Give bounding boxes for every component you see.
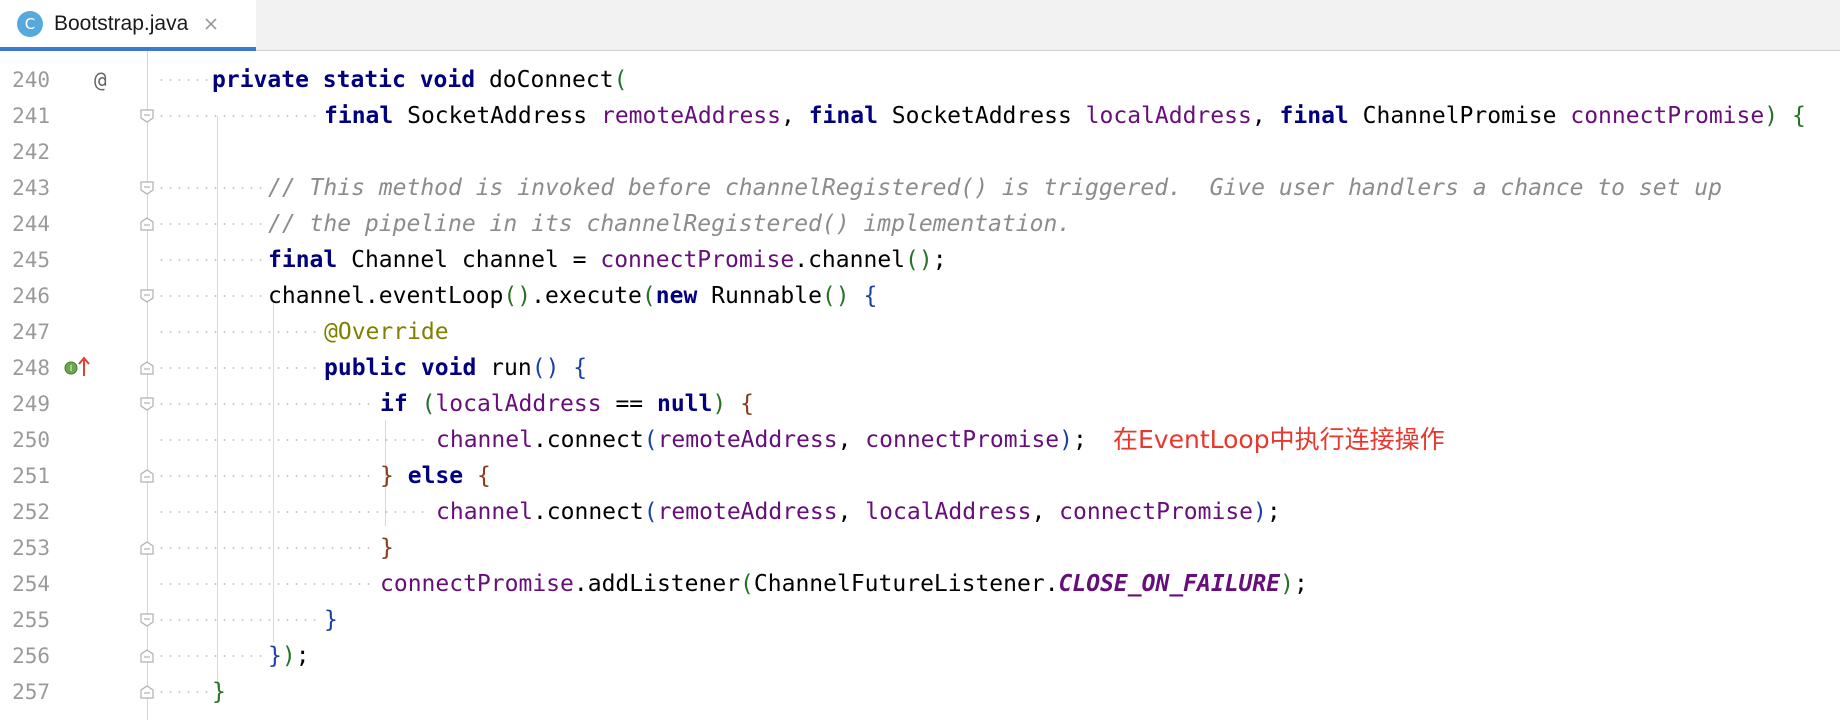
line-number: 243	[12, 176, 50, 200]
line-number: 256	[12, 644, 50, 668]
fold-marker-icon[interactable]	[139, 648, 155, 664]
code-line[interactable]: 242	[0, 134, 1840, 170]
editor-tab-bar: C Bootstrap.java	[0, 0, 1840, 51]
code-line[interactable]: 257 }	[0, 674, 1840, 710]
line-number: 255	[12, 608, 50, 632]
code-editor[interactable]	[0, 51, 1840, 720]
whitespace-dots	[157, 511, 431, 513]
code-line[interactable]: 248 I public void run() {	[0, 350, 1840, 386]
fold-marker-icon[interactable]	[139, 612, 155, 628]
line-number: 240	[12, 68, 50, 92]
code-line[interactable]: 246 channel.eventLoop().execute(new Runn…	[0, 278, 1840, 314]
whitespace-dots	[157, 367, 319, 369]
indent-guide	[273, 302, 274, 642]
code-line[interactable]: 247 @Override	[0, 314, 1840, 350]
whitespace-dots	[157, 547, 375, 549]
fold-marker-icon[interactable]	[139, 684, 155, 700]
code-line[interactable]: 241 final SocketAddress remoteAddress, f…	[0, 98, 1840, 134]
code-text: private static void doConnect(	[212, 67, 628, 93]
code-line[interactable]: 256 });	[0, 638, 1840, 674]
code-text: public void run() {	[324, 355, 588, 381]
whitespace-dots	[157, 439, 431, 441]
whitespace-dots	[157, 619, 319, 621]
code-text: channel.connect(remoteAddress, localAddr…	[436, 499, 1281, 525]
java-class-icon: C	[17, 10, 43, 37]
whitespace-dots	[157, 583, 375, 585]
code-text: connectPromise.addListener(ChannelFuture…	[380, 571, 1308, 597]
whitespace-dots	[157, 295, 265, 297]
code-text: }	[380, 535, 394, 561]
whitespace-dots	[157, 403, 375, 405]
whitespace-dots	[157, 655, 265, 657]
code-text: if (localAddress == null) {	[380, 391, 754, 417]
fold-marker-icon[interactable]	[139, 360, 155, 376]
implements-gutter-icon[interactable]: I	[62, 350, 92, 397]
line-number: 250	[12, 428, 50, 452]
fold-marker-icon[interactable]	[139, 540, 155, 556]
code-line[interactable]: 250 channel.connect(remoteAddress, conne…	[0, 422, 1840, 458]
code-comment: // This method is invoked before channel…	[268, 175, 1722, 201]
code-text: channel.connect(remoteAddress, connectPr…	[436, 427, 1087, 453]
fold-marker-icon[interactable]	[139, 396, 155, 412]
fold-marker-icon[interactable]	[139, 216, 155, 232]
code-text: }	[324, 607, 338, 633]
whitespace-dots	[157, 475, 375, 477]
whitespace-dots	[157, 691, 209, 693]
fold-marker-icon[interactable]	[139, 108, 155, 124]
whitespace-dots	[157, 187, 265, 189]
code-line[interactable]: 244 // the pipeline in its channelRegist…	[0, 206, 1840, 242]
close-icon[interactable]	[202, 15, 220, 33]
line-number: 241	[12, 104, 50, 128]
code-line[interactable]: 240 @ private static void doConnect(	[0, 62, 1840, 98]
fold-marker-icon[interactable]	[139, 180, 155, 196]
whitespace-dots	[157, 79, 209, 81]
whitespace-dots	[157, 115, 319, 117]
code-text: } else {	[380, 463, 491, 489]
code-text: }	[212, 679, 226, 705]
whitespace-dots	[157, 223, 265, 225]
line-number: 257	[12, 680, 50, 704]
code-line[interactable]: 245 final Channel channel = connectPromi…	[0, 242, 1840, 278]
fold-marker-icon[interactable]	[139, 468, 155, 484]
line-number: 254	[12, 572, 50, 596]
whitespace-dots	[157, 259, 265, 261]
line-number: 251	[12, 464, 50, 488]
line-number: 244	[12, 212, 50, 236]
code-line[interactable]: 251 } else {	[0, 458, 1840, 494]
line-number: 242	[12, 140, 50, 164]
tab-title: Bootstrap.java	[54, 11, 189, 35]
red-annotation-note: 在EventLoop中执行连接操作	[1113, 425, 1445, 454]
code-annotation: @Override	[324, 319, 449, 345]
line-number: 249	[12, 392, 50, 416]
override-gutter-icon[interactable]: @	[94, 68, 107, 92]
code-line[interactable]: 254 connectPromise.addListener(ChannelFu…	[0, 566, 1840, 602]
line-number: 247	[12, 320, 50, 344]
code-text: final Channel channel = connectPromise.c…	[268, 247, 947, 273]
gutter-divider	[147, 51, 148, 720]
line-number: 248	[12, 356, 50, 380]
indent-guide	[385, 420, 386, 526]
code-comment: // the pipeline in its channelRegistered…	[268, 211, 1072, 237]
code-line[interactable]: 249 if (localAddress == null) {	[0, 386, 1840, 422]
code-text: });	[268, 643, 310, 669]
code-text: channel.eventLoop().execute(new Runnable…	[268, 283, 878, 309]
svg-text:I: I	[70, 364, 72, 373]
fold-marker-icon[interactable]	[139, 288, 155, 304]
code-line[interactable]: 255 }	[0, 602, 1840, 638]
code-line[interactable]: 243 // This method is invoked before cha…	[0, 170, 1840, 206]
code-line[interactable]: 252 channel.connect(remoteAddress, local…	[0, 494, 1840, 530]
indent-guide	[217, 116, 218, 688]
code-text: final SocketAddress remoteAddress, final…	[324, 103, 1806, 129]
whitespace-dots	[157, 331, 319, 333]
line-number: 246	[12, 284, 50, 308]
line-number: 245	[12, 248, 50, 272]
tab-bootstrap-java[interactable]: C Bootstrap.java	[0, 0, 256, 51]
line-number: 253	[12, 536, 50, 560]
line-number: 252	[12, 500, 50, 524]
code-line[interactable]: 253 }	[0, 530, 1840, 566]
